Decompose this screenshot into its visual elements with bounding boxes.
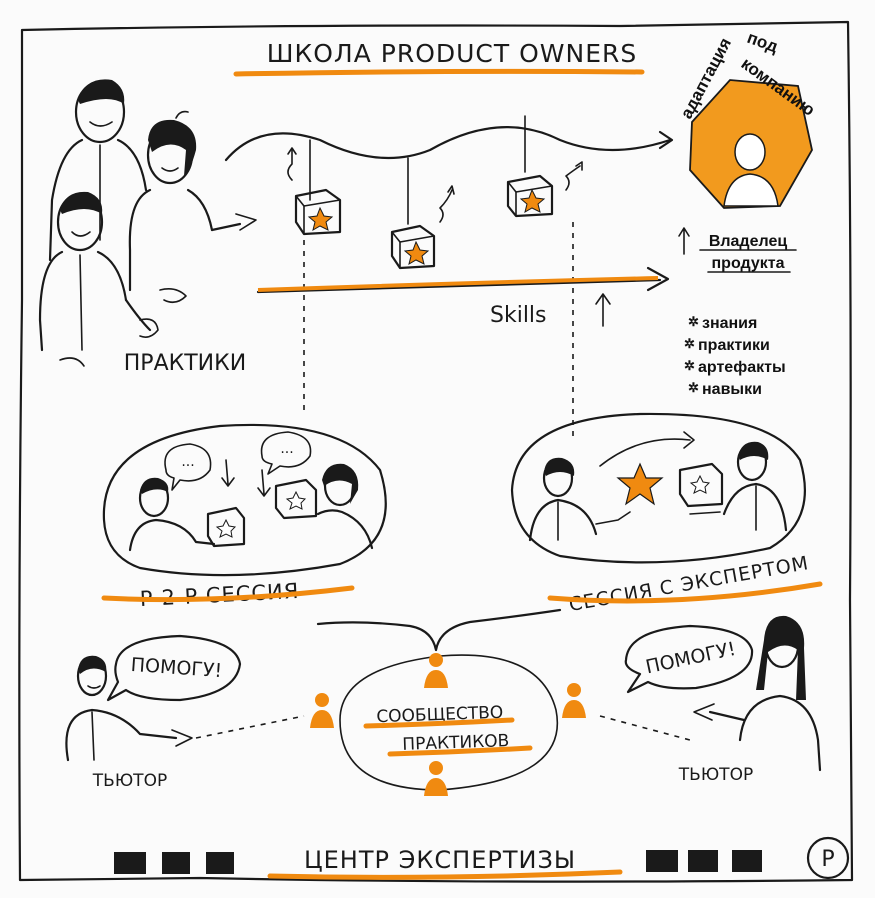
community-person-left [310,693,334,728]
owner-label-line2: продукта [712,255,785,272]
connector-bracket [316,608,562,652]
title-underline [233,68,645,77]
skill-box-3 [506,161,583,218]
hanging-skill-boxes [287,115,583,270]
p2p-speech-dots-2: ... [280,441,293,457]
badge-text-under: под [745,28,781,57]
footer-underline [267,869,623,880]
community-person-bottom [424,761,448,796]
expert-session-bubble [510,412,807,564]
skills-item-3: артефакты [698,359,786,376]
community-underline-2 [387,745,533,757]
tutor-right-label: ТЬЮТОР [678,765,753,785]
skills-arrow-orange [257,276,659,292]
p2p-underline [101,585,355,603]
skills-arrow-line [256,278,662,294]
skills-bullet-1: ✲ [688,314,699,329]
community-group: СООБЩЕСТВО ПРАКТИКОВ [310,653,586,796]
community-person-top [424,653,448,688]
p2p-session-bubble: ... ... [102,423,387,577]
tutor-right-speech: ПОМОГУ! [644,638,738,679]
p2p-speech-dots-1: ... [181,454,194,470]
skills-item-4: навыки [702,381,762,398]
tutor-left-speech: ПОМОГУ! [130,654,223,682]
skills-item-2: практики [698,337,770,354]
skills-bullet-2: ✲ [684,336,695,351]
page-title: ШКОЛА PRODUCT OWNERS [267,39,638,68]
outer-frame [18,20,854,883]
practitioners-figures [38,79,257,367]
community-underline-1 [363,717,515,729]
product-owner-badge: адаптация под компанию [677,28,818,209]
signature-letter: P [821,847,834,872]
tutor-right-link [599,715,691,741]
skills-bullet-4: ✲ [688,380,699,395]
expert-underline [547,581,823,604]
tutor-left-label: ТЬЮТОР [92,771,167,791]
footer-hatch-right [646,850,762,872]
tutor-right: ПОМОГУ! ТЬЮТОР [624,615,822,785]
title-group: ШКОЛА PRODUCT OWNERS [233,39,645,77]
practitioners-label: ПРАКТИКИ [124,351,246,376]
skills-label: Skills [490,303,547,328]
skill-box-2 [390,185,455,270]
community-person-right [562,683,586,718]
tutor-left-link [195,715,305,739]
skills-list: ✲ знания ✲ практики ✲ артефакты ✲ навыки [684,314,786,398]
skills-bullet-3: ✲ [684,358,695,373]
skills-item-1: знания [702,315,757,332]
owner-avatar-body [723,173,779,207]
wavy-arrow [224,126,672,162]
signature: P [806,836,850,880]
owner-label-line1: Владелец [709,233,788,250]
footer-hatch-left [114,852,234,874]
tutor-left: ПОМОГУ! ТЬЮТОР [65,634,242,791]
skill-box-1 [287,147,342,236]
owner-up-arrow [678,227,690,255]
owner-avatar-head [734,133,766,171]
footer-title: ЦЕНТР ЭКСПЕРТИЗЫ [304,846,576,874]
skills-up-arrow [595,293,611,327]
